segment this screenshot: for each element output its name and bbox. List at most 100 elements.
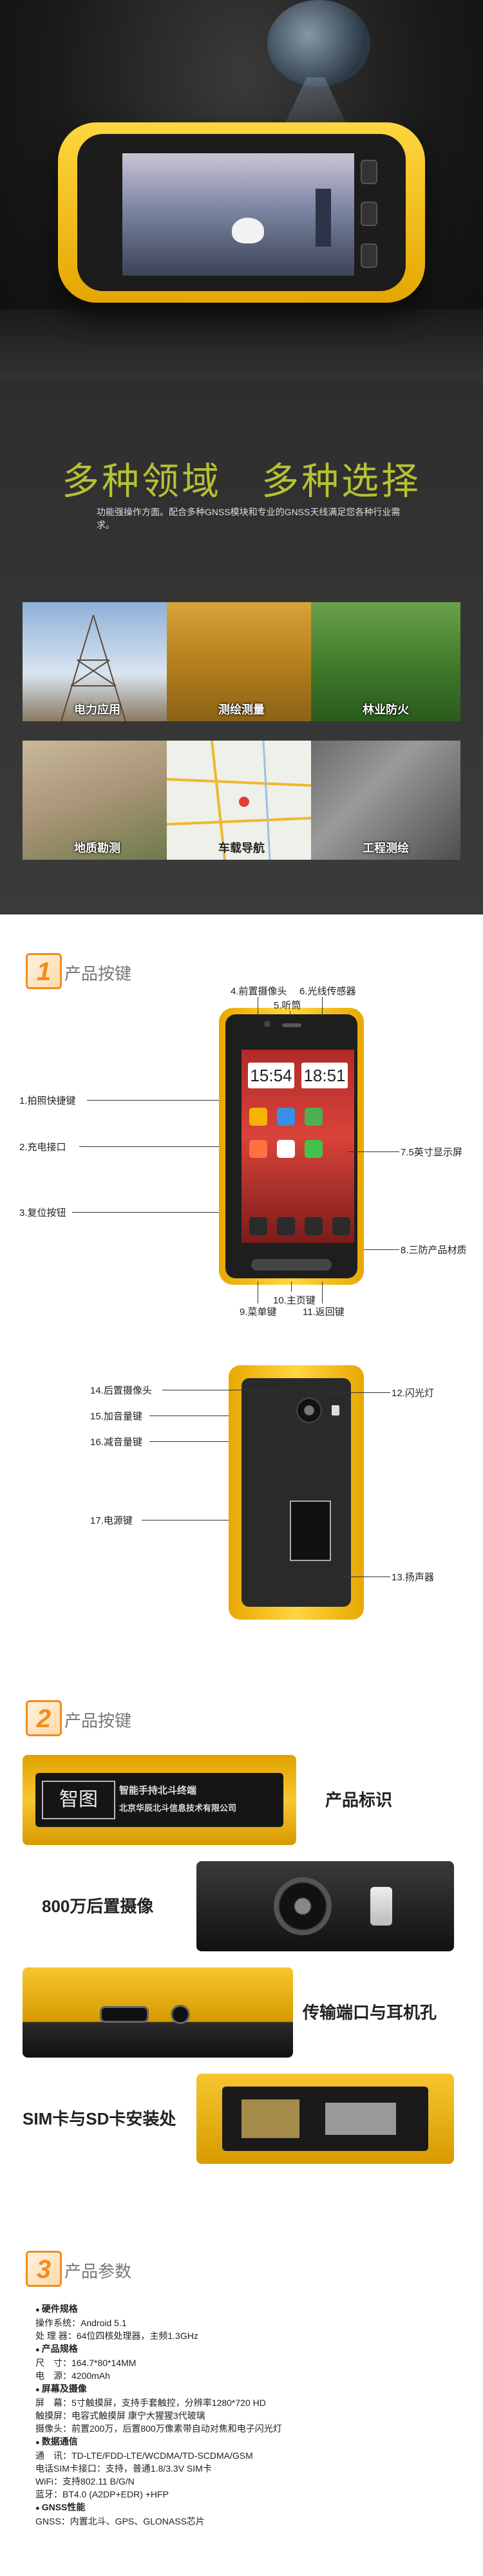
spec-line: 电话SIM卡接口：支持，普通1.8/3.3V SIM卡 [35, 2463, 212, 2474]
tile-engineering: 工程测绘 [311, 741, 460, 860]
app-icon [277, 1108, 295, 1126]
fields-subtitle: 功能强操作方面。配合多种GNSS模块和专业的GNSS天线满足您各种行业需求。 [97, 507, 401, 530]
flash-shape [332, 1405, 339, 1416]
app-icon [305, 1108, 323, 1126]
callout-flash: 12.闪光灯 [392, 1388, 434, 1399]
spec-line: 尺 寸：164.7*80*14MM [35, 2358, 137, 2368]
sim-slot-closeup [196, 2074, 454, 2164]
app-icon [249, 1108, 267, 1126]
callout-charge-port: 2.充电接口 [19, 1142, 66, 1153]
callout-line [87, 1100, 219, 1101]
callout-rear-camera: 14.后置摄像头 [90, 1385, 152, 1396]
spec-line: 通 讯：TD-LTE/FDD-LTE/WCDMA/TD-SCDMA/GSM [35, 2450, 253, 2461]
callout-line [328, 1392, 390, 1393]
callout-line [322, 1282, 323, 1303]
rear-camera-closeup [196, 1861, 454, 1951]
power-tower-icon [61, 614, 126, 721]
spec-heading: 产品规格 [35, 2342, 460, 2356]
dock-icon [305, 1217, 323, 1235]
tile-geology: 地质勘测 [23, 741, 172, 860]
phone-back-plate [242, 1378, 351, 1607]
detail-caption: 800万后置摄像 [42, 1897, 154, 1916]
rear-camera-shape [296, 1397, 322, 1423]
app-icon [277, 1140, 295, 1158]
hero-section [0, 0, 483, 380]
clock-widget-left: 15:54 [248, 1063, 294, 1088]
side-button-middle [361, 202, 377, 226]
phone-front-body: 15:54 18:51 [225, 1014, 357, 1278]
detail-sim: SIM卡与SD卡安装处 [23, 2074, 454, 2164]
callout-line [291, 1282, 292, 1292]
callout-volume-down: 16.减音量键 [90, 1437, 142, 1448]
tile-label: 车载导航 [218, 842, 265, 855]
spec-heading: 数据通信 [35, 2435, 460, 2449]
tile-label: 工程测绘 [363, 842, 409, 855]
port-closeup [23, 1967, 293, 2058]
section-number: 2 [26, 1700, 62, 1736]
logo-text: 智图 [42, 1781, 115, 1819]
front-camera-dot [264, 1021, 270, 1027]
spec-line: 屏 幕：5寸触摸屏，支持手套触控，分辨率1280*720 HD [35, 2398, 266, 2408]
callout-material: 8.三防产品材质 [401, 1245, 467, 1256]
sd-slot-shape [325, 2103, 396, 2135]
callout-line [149, 1441, 229, 1442]
callout-line [348, 1151, 399, 1152]
detail-caption: SIM卡与SD卡安装处 [23, 2109, 176, 2128]
clock-widget-right: 18:51 [301, 1063, 348, 1088]
callout-reset: 3.复位按钮 [19, 1208, 66, 1218]
detail-logo: 智图 智能手持北斗终端 北京华辰北斗信息技术有限公司 产品标识 [23, 1755, 454, 1845]
section-title: 产品参数 [64, 2262, 132, 2281]
spec-line: 蓝牙：BT4.0 (A2DP+EDR) +HFP [35, 2489, 169, 2499]
usb-port-shape [100, 2006, 149, 2023]
spec-heading: GNSS性能 [35, 2501, 460, 2515]
detail-caption: 产品标识 [325, 1790, 393, 1810]
phone-front-screen: 15:54 18:51 [242, 1050, 354, 1243]
logo-line-1: 智能手持北斗终端 [119, 1785, 197, 1796]
dock-icon [277, 1217, 295, 1235]
phone-screen-landscape [122, 153, 354, 276]
tower-bridge-shape [316, 189, 331, 247]
callout-front-camera: 4.前置摄像头 [231, 986, 287, 997]
camera-lens-shape [274, 1877, 332, 1935]
tile-power: 电力应用 [23, 602, 172, 721]
callout-light-sensor: 6.光线传感器 [299, 986, 356, 997]
earpiece-shape [282, 1023, 301, 1027]
side-button-bottom [361, 243, 377, 268]
details-section: 2 产品按键 智图 智能手持北斗终端 北京华辰北斗信息技术有限公司 产品标识 8… [0, 1674, 483, 2241]
phone-back-image [229, 1365, 364, 1620]
detail-port: 传输端口与耳机孔 [23, 1967, 454, 2058]
callout-speaker: 13.扬声器 [392, 1572, 434, 1583]
fields-title: 多种领域 多种选择 [61, 459, 421, 503]
spec-line: WiFi：支持802.11 B/G/N [35, 2476, 135, 2486]
tile-label: 测绘测量 [218, 703, 265, 716]
section-title: 产品按键 [64, 1711, 132, 1730]
swan-shape [232, 218, 264, 243]
hero-floor [0, 309, 483, 380]
logo-plate: 智图 智能手持北斗终端 北京华辰北斗信息技术有限公司 [35, 1773, 283, 1827]
callout-earpiece: 5.听筒 [274, 1000, 301, 1011]
dock-icon [332, 1217, 350, 1235]
flash-closeup [370, 1887, 392, 1926]
buttons-section: 1 产品按键 15:54 18:51 4.前置摄像头 [0, 914, 483, 1674]
spec-line: GNSS：内置北斗、GPS、GLONASS芯片 [35, 2516, 205, 2526]
app-icon [249, 1140, 267, 1158]
callout-line [79, 1146, 219, 1147]
headphone-jack-shape [171, 2005, 190, 2024]
spec-heading: 屏幕及摄像 [35, 2382, 460, 2396]
callout-line [322, 997, 323, 1016]
tile-survey: 测绘测量 [167, 602, 316, 721]
tile-navigation: 车载导航 [167, 741, 316, 860]
sim-slot-shape [242, 2099, 299, 2138]
callout-camera-key: 1.拍照快捷键 [19, 1095, 76, 1106]
spec-line: 摄像头：前置200万，后置800万像素带自动对焦和电子闪光灯 [35, 2423, 282, 2434]
spec-line: 处 理 器：64位四核处理器，主频1.3GHz [35, 2331, 198, 2341]
callout-menu-key: 9.菜单键 [240, 1307, 277, 1318]
tile-label: 电力应用 [74, 703, 120, 716]
spec-line: 触摸屏：电容式触摸屏 康宁大猩猩3代玻璃 [35, 2410, 205, 2421]
spec-line: 操作系统：Android 5.1 [35, 2318, 127, 2328]
nav-keys-bar [251, 1259, 332, 1271]
callout-back-key: 11.返回键 [303, 1307, 345, 1318]
callout-display: 7.5英寸显示屏 [401, 1147, 462, 1158]
